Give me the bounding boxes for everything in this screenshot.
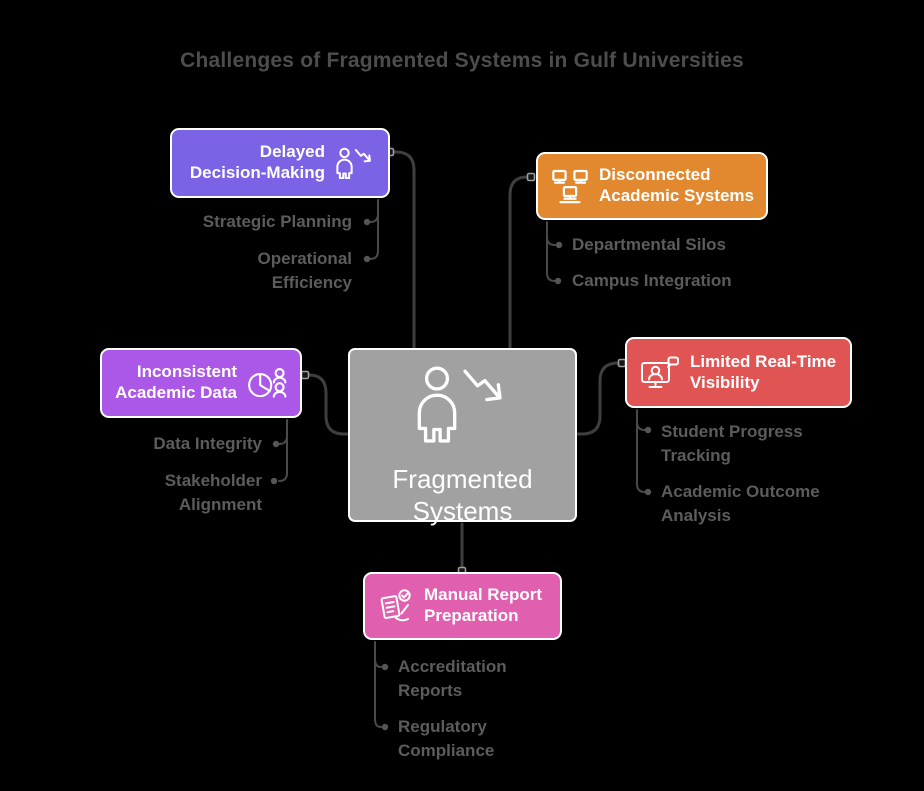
leaf-academic-outcome-analysis: Academic Outcome Analysis bbox=[661, 482, 820, 525]
node-label: Delayed Decision-Making bbox=[189, 142, 325, 182]
leaf-student-progress-tracking: Student Progress Tracking bbox=[661, 422, 803, 465]
report-writing-icon bbox=[377, 587, 415, 625]
leaf-departmental-silos: Departmental Silos bbox=[572, 235, 726, 254]
node-disconnected-academic-systems: Disconnected Academic Systems bbox=[536, 152, 768, 220]
leaf-data-integrity: Data Integrity bbox=[153, 434, 262, 453]
person-decline-icon bbox=[411, 364, 515, 451]
center-node-label: Fragmented Systems bbox=[392, 463, 533, 527]
node-inconsistent-academic-data: Inconsistent Academic Data bbox=[100, 348, 302, 418]
person-decline-icon bbox=[334, 147, 376, 179]
node-label: Inconsistent Academic Data bbox=[115, 362, 237, 402]
network-monitors-icon bbox=[550, 167, 590, 205]
leaf-campus-integration: Campus Integration bbox=[572, 271, 732, 290]
node-delayed-decision-making: Delayed Decision-Making bbox=[170, 128, 390, 198]
node-manual-report-preparation: Manual Report Preparation bbox=[363, 572, 562, 640]
node-label: Disconnected Academic Systems bbox=[599, 165, 754, 205]
pie-chart-people-icon bbox=[246, 365, 288, 401]
node-fragmented-systems: Fragmented Systems bbox=[348, 348, 577, 526]
leaf-stakeholder-alignment: Stakeholder Alignment bbox=[164, 471, 262, 514]
leaf-accreditation-reports: Accreditation Reports bbox=[398, 657, 507, 700]
page-title: Challenges of Fragmented Systems in Gulf… bbox=[180, 49, 744, 72]
node-limited-real-time-visibility: Limited Real-Time Visibility bbox=[625, 337, 852, 408]
node-label: Manual Report Preparation bbox=[424, 585, 543, 625]
node-label: Limited Real-Time Visibility bbox=[690, 351, 837, 392]
leaf-operational-efficiency: Operational Efficiency bbox=[257, 249, 352, 292]
monitor-person-icon bbox=[639, 355, 681, 391]
leaf-regulatory-compliance: Regulatory Compliance bbox=[398, 717, 495, 760]
leaf-strategic-planning: Strategic Planning bbox=[202, 212, 352, 231]
